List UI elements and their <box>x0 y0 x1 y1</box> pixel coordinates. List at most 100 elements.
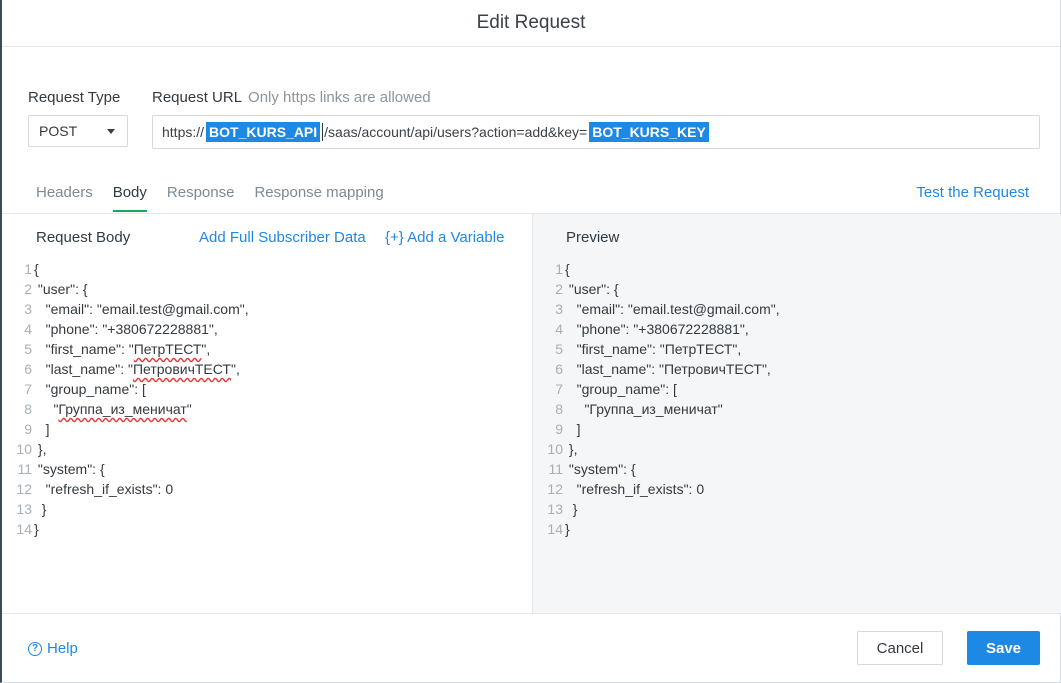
line-number: 7 <box>24 381 32 397</box>
code-text: "Группа_из_меничат" <box>565 401 723 417</box>
code-line: 7 "group_name": [ <box>533 379 1061 399</box>
code-text: "email": "email.test@gmail.com", <box>565 301 780 317</box>
code-line: 14} <box>533 519 1061 539</box>
line-number: 3 <box>24 301 32 317</box>
line-number: 2 <box>555 281 563 297</box>
save-button[interactable]: Save <box>967 631 1040 665</box>
code-text: "refresh_if_exists": 0 <box>565 481 705 497</box>
code-line: 9 ] <box>533 419 1061 439</box>
preview-title: Preview <box>566 229 620 246</box>
code-text: { <box>34 261 39 277</box>
cancel-button[interactable]: Cancel <box>857 631 943 665</box>
tab-response[interactable]: Response <box>166 184 235 201</box>
request-url-input[interactable]: https:// BOT_KURS_API /saas/account/api/… <box>152 115 1040 149</box>
code-line: 12 "refresh_if_exists": 0 <box>533 479 1061 499</box>
line-number: 5 <box>24 341 32 357</box>
line-number: 1 <box>24 261 32 277</box>
code-line: 2 "user": { <box>2 279 532 299</box>
code-text: ] <box>565 421 581 437</box>
request-type-label: Request Type <box>28 89 121 106</box>
code-line: 11 "system": { <box>2 459 532 479</box>
code-line: 13 } <box>2 499 532 519</box>
line-number: 10 <box>547 441 563 457</box>
line-number: 11 <box>548 461 563 477</box>
url-variable-key[interactable]: BOT_KURS_KEY <box>589 122 709 142</box>
line-number: 6 <box>24 361 32 377</box>
request-url-label-text: Request URL <box>152 89 243 106</box>
line-number: 9 <box>555 421 563 437</box>
code-line: 3 "email": "email.test@gmail.com", <box>533 299 1061 319</box>
code-text: "email": "email.test@gmail.com", <box>34 301 249 317</box>
code-text: "Группа_из_меничат" <box>34 401 192 417</box>
line-number: 11 <box>17 461 32 477</box>
code-text: "phone": "+380672228881", <box>34 321 218 337</box>
code-text: }, <box>565 441 578 457</box>
code-text: } <box>565 501 578 517</box>
line-number: 8 <box>555 401 563 417</box>
line-number: 12 <box>16 481 32 497</box>
help-label: Help <box>47 640 78 657</box>
question-circle-icon: ? <box>28 641 42 656</box>
line-number: 13 <box>547 501 563 517</box>
url-variable-api[interactable]: BOT_KURS_API <box>206 122 321 142</box>
code-text: { <box>565 261 570 277</box>
code-text: } <box>565 521 570 537</box>
line-number: 8 <box>24 401 32 417</box>
code-line: 5 "first_name": "ПетрТЕСТ", <box>2 339 532 359</box>
url-prefix: https:// <box>162 124 205 140</box>
code-text: "phone": "+380672228881", <box>565 321 749 337</box>
code-text: "first_name": "ПетрТЕСТ", <box>565 341 742 357</box>
code-line: 9 ] <box>2 419 532 439</box>
code-line: 6 "last_name": "ПетровичТЕСТ", <box>2 359 532 379</box>
line-number: 6 <box>555 361 563 377</box>
line-number: 4 <box>24 321 32 337</box>
code-text: "system": { <box>34 461 105 477</box>
caret-down-icon <box>107 129 115 134</box>
code-text: "system": { <box>565 461 636 477</box>
code-line: 10 }, <box>533 439 1061 459</box>
request-url-hint: Only https links are allowed <box>248 89 431 106</box>
code-line: 7 "group_name": [ <box>2 379 532 399</box>
code-line: 1{ <box>533 259 1061 279</box>
code-line: 8 "Группа_из_меничат" <box>2 399 532 419</box>
add-subscriber-data-link[interactable]: Add Full Subscriber Data <box>199 229 366 246</box>
request-body-pane: Request Body Add Full Subscriber Data {+… <box>2 214 533 613</box>
test-request-link[interactable]: Test the Request <box>916 184 1029 201</box>
line-number: 2 <box>24 281 32 297</box>
code-line: 4 "phone": "+380672228881", <box>533 319 1061 339</box>
line-number: 12 <box>547 481 563 497</box>
code-line: 13 } <box>533 499 1061 519</box>
code-text: "refresh_if_exists": 0 <box>34 481 174 497</box>
line-number: 5 <box>555 341 563 357</box>
tab-headers[interactable]: Headers <box>36 184 93 201</box>
code-text: }, <box>34 441 47 457</box>
tab-body[interactable]: Body <box>112 180 147 212</box>
code-text: "user": { <box>565 281 619 297</box>
code-text: } <box>34 521 39 537</box>
code-text: "last_name": "ПетровичТЕСТ", <box>565 361 771 377</box>
request-type-select[interactable]: POST <box>28 115 128 147</box>
code-text: "first_name": "ПетрТЕСТ", <box>34 341 211 357</box>
request-body-editor[interactable]: 1{2 "user": {3 "email": "email.test@gmai… <box>2 259 532 539</box>
add-variable-link[interactable]: {+} Add a Variable <box>385 229 505 246</box>
line-number: 4 <box>555 321 563 337</box>
code-text: ] <box>34 421 50 437</box>
code-line: 10 }, <box>2 439 532 459</box>
code-line: 1{ <box>2 259 532 279</box>
code-line: 5 "first_name": "ПетрТЕСТ", <box>533 339 1061 359</box>
line-number: 10 <box>16 441 32 457</box>
code-text: "last_name": "ПетровичТЕСТ", <box>34 361 240 377</box>
line-number: 1 <box>555 261 563 277</box>
url-path: /saas/account/api/users?action=add&key= <box>324 124 588 140</box>
code-text: } <box>34 501 47 517</box>
code-text: "user": { <box>34 281 88 297</box>
help-link[interactable]: ? Help <box>28 640 78 657</box>
code-line: 6 "last_name": "ПетровичТЕСТ", <box>533 359 1061 379</box>
request-body-title: Request Body <box>36 229 131 246</box>
preview-pane: Preview 1{2 "user": {3 "email": "email.t… <box>533 214 1061 613</box>
tab-response-mapping[interactable]: Response mapping <box>254 184 384 201</box>
line-number: 13 <box>16 501 32 517</box>
code-text: "group_name": [ <box>34 381 146 397</box>
line-number: 14 <box>16 521 32 537</box>
